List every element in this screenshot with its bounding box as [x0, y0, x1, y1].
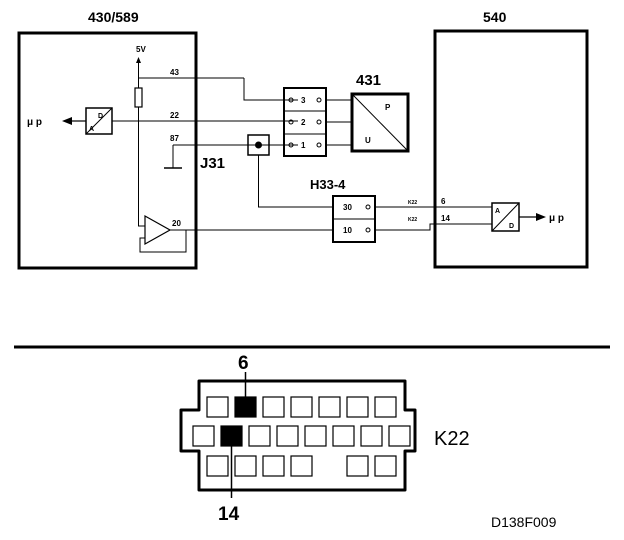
- left-adc-diagonal: [85, 107, 113, 135]
- connector-k22-outline: [179, 379, 417, 492]
- cavity: [374, 455, 397, 477]
- sensor-u-label: U: [365, 136, 371, 145]
- pin-3-plug: [316, 97, 322, 103]
- connector-pin-2: 2: [301, 118, 306, 127]
- right-pin-6: 6: [441, 197, 446, 206]
- h33-pin-10: 10: [343, 226, 352, 235]
- cavity: [192, 425, 215, 447]
- cavity: [262, 455, 285, 477]
- cavity: [290, 396, 313, 418]
- pin-6-callout: 6: [238, 353, 249, 374]
- cavity: [262, 396, 285, 418]
- figure-id: D138F009: [491, 514, 557, 530]
- supply-label: 5V: [136, 45, 146, 54]
- right-adc-d: D: [509, 223, 514, 230]
- left-module-box: [17, 31, 198, 270]
- right-adc-diagonal: [491, 202, 520, 232]
- wire-43-route: [243, 78, 298, 101]
- cavity: [374, 396, 397, 418]
- pin-1-socket: [288, 142, 294, 148]
- right-mup-label: μ p: [549, 213, 564, 224]
- pin-3-socket: [288, 97, 294, 103]
- pin-2-plug: [316, 119, 322, 125]
- wire-k22-14: [375, 223, 438, 231]
- wire-top-label: K22: [408, 200, 417, 206]
- cavity: [206, 396, 229, 418]
- left-adc-a: A: [89, 126, 94, 133]
- cavity-row-middle: [192, 425, 411, 447]
- cavity: [234, 455, 257, 477]
- cavity: [346, 455, 369, 477]
- right-adc-a: A: [495, 208, 500, 215]
- pin-2-socket: [288, 119, 294, 125]
- left-adc-d: D: [98, 113, 103, 120]
- cavity-pin-6: [234, 396, 257, 418]
- wire-bottom-label: K22: [408, 217, 417, 223]
- cavity: [304, 425, 327, 447]
- h33-pin-30: 30: [343, 203, 352, 212]
- right-module-title: 540: [483, 9, 507, 25]
- amp-feedback-wire: [139, 230, 187, 253]
- left-mup-arrow-icon: [62, 117, 72, 125]
- cavity: [206, 455, 229, 477]
- right-mup-arrow-icon: [536, 213, 546, 221]
- amp-input-wire: [138, 215, 145, 227]
- cavity: [332, 425, 355, 447]
- amplifier-icon: [144, 214, 172, 246]
- right-module-box: [433, 29, 589, 269]
- left-mup-label: μ p: [27, 117, 42, 128]
- h33-title: H33-4: [310, 177, 346, 192]
- supply-arrow-icon: [136, 57, 141, 63]
- j31-ground-branch: [258, 155, 333, 208]
- cavity-row-top: [206, 396, 397, 418]
- cavity: [290, 455, 313, 477]
- sensor-p-label: P: [385, 103, 391, 112]
- cavity: [360, 425, 383, 447]
- cavity-pin-14: [220, 425, 243, 447]
- pin-87-label: 87: [170, 134, 179, 143]
- j31-label: J31: [200, 155, 225, 172]
- cavity: [248, 425, 271, 447]
- pull-up-resistor: [134, 87, 143, 108]
- j31-splice-dot: [255, 141, 262, 149]
- cavity: [346, 396, 369, 418]
- connector-name: K22: [434, 428, 470, 450]
- pin-14-callout: 14: [218, 504, 240, 525]
- connector-pin-3: 3: [301, 96, 306, 105]
- pressure-sensor-box: [350, 92, 410, 153]
- cavity: [318, 396, 341, 418]
- pin-43-label: 43: [170, 68, 179, 77]
- sensor-diagonal: [351, 93, 409, 152]
- sensor-title: 431: [356, 72, 381, 89]
- pin-1-plug: [316, 142, 322, 148]
- right-pin-14: 14: [441, 214, 450, 223]
- cavity: [388, 425, 411, 447]
- left-module-title: 430/589: [88, 9, 139, 25]
- h33-pin-10-plug: [365, 227, 371, 233]
- pin-22-label: 22: [170, 111, 179, 120]
- h33-pin-30-plug: [365, 204, 371, 210]
- cavity-row-bottom: [206, 455, 397, 477]
- pin-20-label: 20: [172, 219, 181, 228]
- connector-pin-1: 1: [301, 141, 306, 150]
- cavity: [276, 425, 299, 447]
